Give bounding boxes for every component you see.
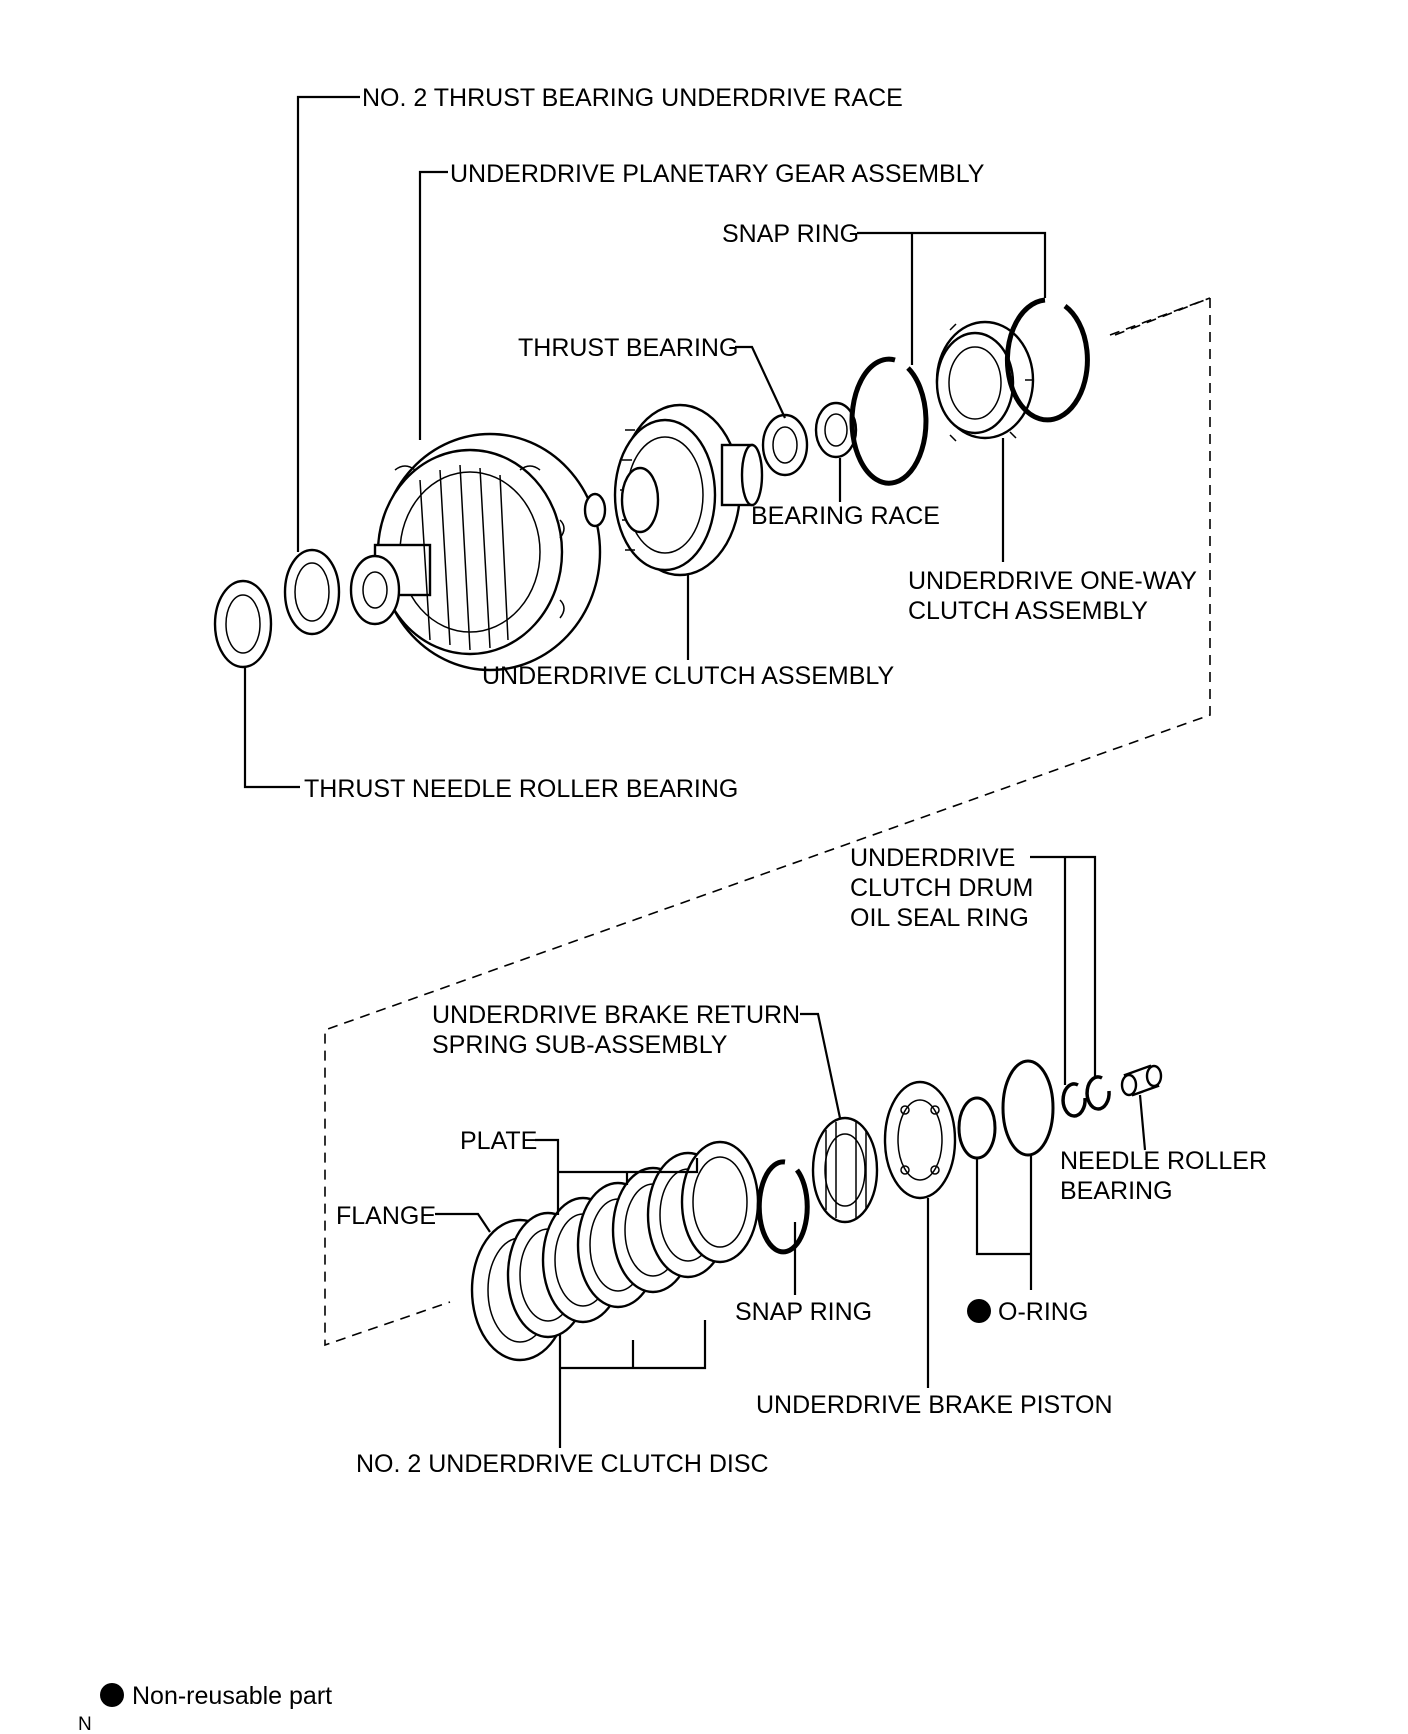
- dashed-outline-top-left: [1109, 297, 1211, 336]
- label-bearing-race: BEARING RACE: [751, 502, 940, 530]
- needle-roller-bearing-part: [1120, 1064, 1163, 1097]
- leader-o-ring: [975, 1155, 1033, 1290]
- leader-no2-thrust-race: [296, 95, 360, 552]
- label-brake-piston: UNDERDRIVE BRAKE PISTON: [756, 1391, 1113, 1419]
- label-needle-roller-bearing-1: NEEDLE ROLLER: [1060, 1147, 1267, 1175]
- label-flange: FLANGE: [336, 1202, 436, 1230]
- oil-seal-ring-1-part: [1061, 1082, 1087, 1118]
- non-reusable-marker-o-ring: [967, 1299, 991, 1323]
- leader-thrust-bearing: [735, 345, 786, 419]
- return-spring-sub-assembly-part: [811, 1116, 879, 1224]
- label-return-spring-2: SPRING SUB-ASSEMBLY: [432, 1031, 728, 1059]
- bearing-race-part: [814, 401, 858, 459]
- oil-seal-ring-2-part: [1085, 1075, 1111, 1111]
- label-planetary-gear: UNDERDRIVE PLANETARY GEAR ASSEMBLY: [450, 160, 985, 188]
- dashed-assembly-outline: [324, 296, 1211, 1347]
- label-clutch-assembly: UNDERDRIVE CLUTCH ASSEMBLY: [482, 662, 894, 690]
- clutch-disc-plate-stack: [506, 1140, 760, 1339]
- label-needle-roller-bearing-2: BEARING: [1060, 1177, 1173, 1205]
- label-one-way-clutch-2: CLUTCH ASSEMBLY: [908, 597, 1148, 625]
- label-thrust-bearing: THRUST BEARING: [518, 334, 738, 362]
- leader-planetary-gear: [418, 170, 448, 440]
- thrust-needle-roller-bearing-part: [213, 579, 273, 669]
- label-one-way-clutch-1: UNDERDRIVE ONE-WAY: [908, 567, 1197, 595]
- underdrive-planetary-gear-part: [349, 432, 607, 672]
- label-return-spring-1: UNDERDRIVE BRAKE RETURN: [432, 1001, 800, 1029]
- leader-return-spring: [800, 1012, 842, 1119]
- label-snap-ring-top: SNAP RING: [722, 220, 859, 248]
- non-reusable-legend-marker: [100, 1683, 124, 1707]
- label-plate: PLATE: [460, 1127, 537, 1155]
- underdrive-clutch-assembly-part: [613, 403, 764, 577]
- snap-ring-top-outer-part: [1004, 297, 1090, 423]
- legend-non-reusable-text: Non-reusable part: [132, 1682, 332, 1710]
- snap-ring-top-inner-part: [849, 356, 929, 486]
- no2-thrust-bearing-race-part: [283, 548, 341, 636]
- leader-clutch-disc: [558, 1320, 707, 1448]
- o-ring-small-part: [957, 1096, 997, 1160]
- snap-ring-bottom-part: [756, 1159, 810, 1255]
- label-clutch-disc: NO. 2 UNDERDRIVE CLUTCH DISC: [356, 1450, 769, 1478]
- corner-code: N: [78, 1714, 92, 1734]
- leader-snap-ring-top: [857, 231, 1047, 365]
- o-ring-large-part: [1001, 1059, 1055, 1157]
- brake-piston-part: [883, 1080, 957, 1200]
- label-snap-ring-bottom: SNAP RING: [735, 1298, 872, 1326]
- leader-plate-bracket-top: [558, 1158, 699, 1185]
- label-oil-seal-ring-1: UNDERDRIVE: [850, 844, 1015, 872]
- label-thrust-needle-bearing: THRUST NEEDLE ROLLER BEARING: [304, 775, 738, 803]
- leader-needle-roller-bearing: [1138, 1094, 1147, 1151]
- thrust-bearing-part: [761, 413, 809, 477]
- label-o-ring: O-RING: [998, 1298, 1088, 1326]
- leader-flange: [435, 1212, 491, 1233]
- underdrive-one-way-clutch-part: [935, 320, 1035, 442]
- leader-thrust-needle-bearing: [243, 668, 300, 789]
- leader-oil-seal-ring: [1030, 855, 1097, 1085]
- label-oil-seal-ring-3: OIL SEAL RING: [850, 904, 1029, 932]
- label-oil-seal-ring-2: CLUTCH DRUM: [850, 874, 1033, 902]
- leader-plate: [535, 1138, 560, 1215]
- label-no2-thrust-race: NO. 2 THRUST BEARING UNDERDRIVE RACE: [362, 84, 903, 112]
